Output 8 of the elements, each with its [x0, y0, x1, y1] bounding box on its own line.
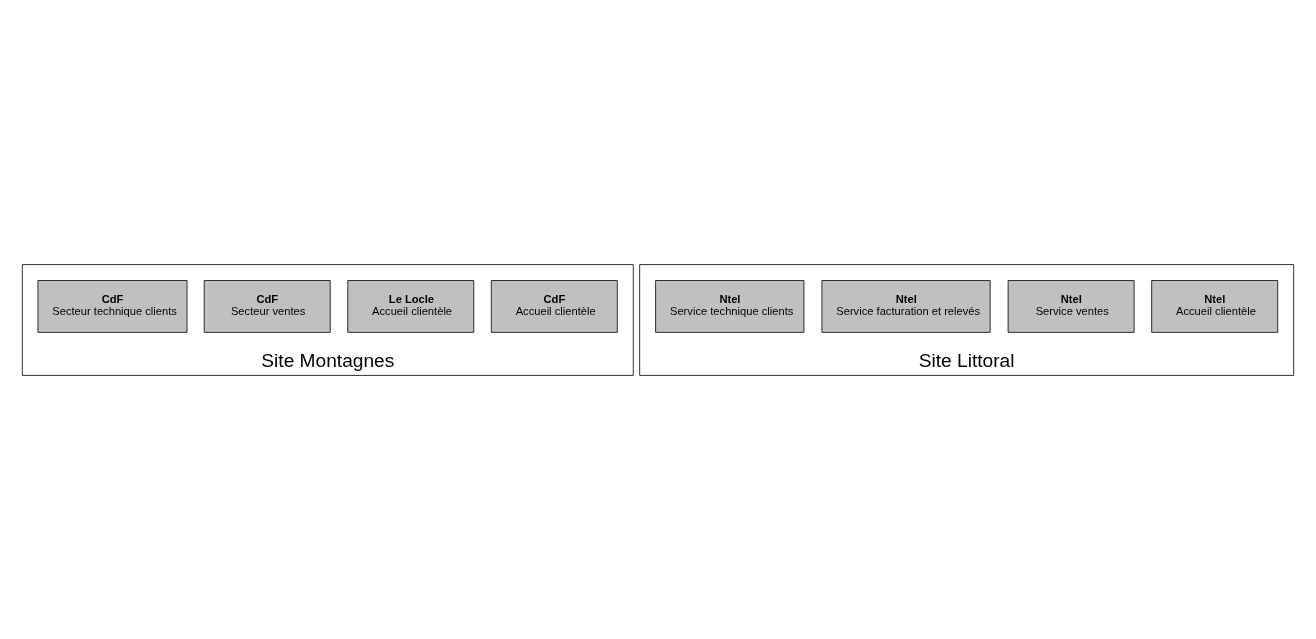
node-box: CdF Secteur ventes	[203, 279, 331, 333]
node-box: Ntel Service facturation et relevés	[821, 279, 991, 333]
node-box: CdF Accueil clientèle	[490, 279, 618, 333]
node-box: Ntel Accueil clientèle	[1151, 279, 1279, 333]
node-box: Ntel Service technique clients	[655, 279, 805, 333]
node-box: Ntel Service ventes	[1007, 279, 1135, 333]
node-box: CdF Secteur technique clients	[37, 279, 188, 333]
node-box: Le Locle Accueil clientèle	[347, 279, 475, 333]
